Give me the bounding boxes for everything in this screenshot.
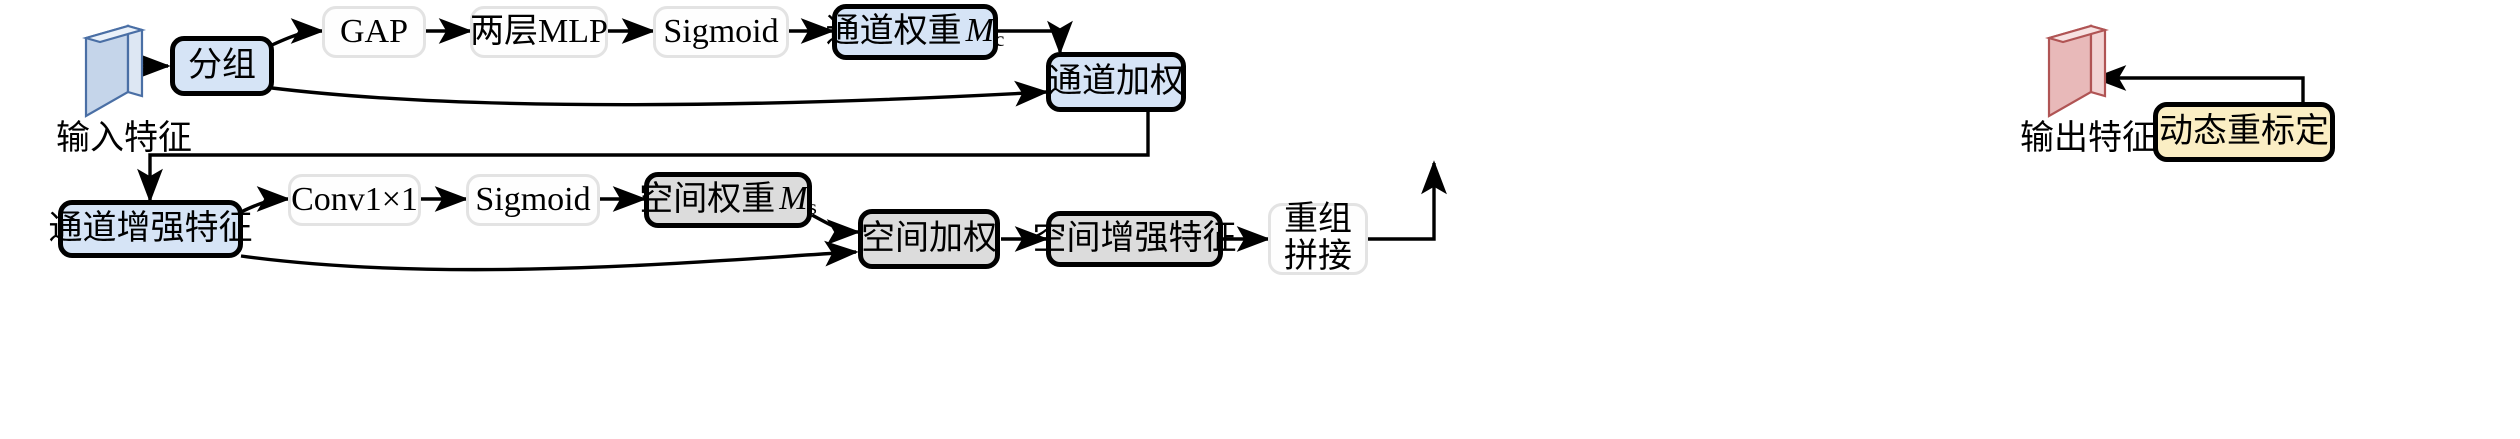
- arrow-spatial-weight-to-spatial-weighting: [811, 213, 861, 245]
- node-channel-enhanced-feature[interactable]: 通道增强特征: [49, 200, 253, 258]
- input-feature-cube: [82, 24, 147, 118]
- spatial-weight-symbol: Ms: [779, 180, 817, 220]
- recombine-line-2: 拼接: [1284, 238, 1352, 275]
- input-feature-caption: 输入特征: [56, 120, 192, 157]
- arrow-group-skip-to-channel-weighting: [271, 80, 1049, 107]
- arrow-channel-enhanced-skip-to-spatial-weighting: [240, 240, 859, 272]
- channel-weight-label: 通道权重: [825, 12, 962, 50]
- node-dynamic-recalibration[interactable]: 动态重标定: [2153, 102, 2335, 162]
- arrow-recombine-to-dynamic: [1366, 160, 1447, 241]
- node-sigmoid-channel[interactable]: Sigmoid: [653, 6, 789, 58]
- node-gap[interactable]: GAP: [322, 6, 426, 58]
- node-conv1x1[interactable]: Conv1×1: [288, 174, 421, 226]
- node-sigmoid-spatial[interactable]: Sigmoid: [466, 174, 600, 226]
- output-feature-cube: [2045, 24, 2110, 118]
- node-group[interactable]: 分组: [170, 36, 274, 96]
- node-two-layer-mlp[interactable]: 两层MLP: [470, 6, 608, 58]
- channel-weight-symbol: Mc: [965, 12, 1005, 52]
- spatial-weight-label: 空间权重: [639, 180, 776, 218]
- node-recombine-concat[interactable]: 重组 拼接: [1268, 201, 1368, 275]
- node-spatial-enhanced-feature[interactable]: 空间增强特征: [1033, 211, 1237, 267]
- arrow-channel-weight-to-channel-weighting: [996, 20, 1073, 55]
- node-channel-weighting[interactable]: 通道加权: [1046, 52, 1186, 112]
- node-spatial-weighting[interactable]: 空间加权: [858, 209, 1000, 269]
- recombine-line-1: 重组: [1284, 201, 1352, 239]
- output-feature-caption: 输出特征: [2020, 120, 2156, 157]
- arrow-group-to-gap: [271, 18, 325, 47]
